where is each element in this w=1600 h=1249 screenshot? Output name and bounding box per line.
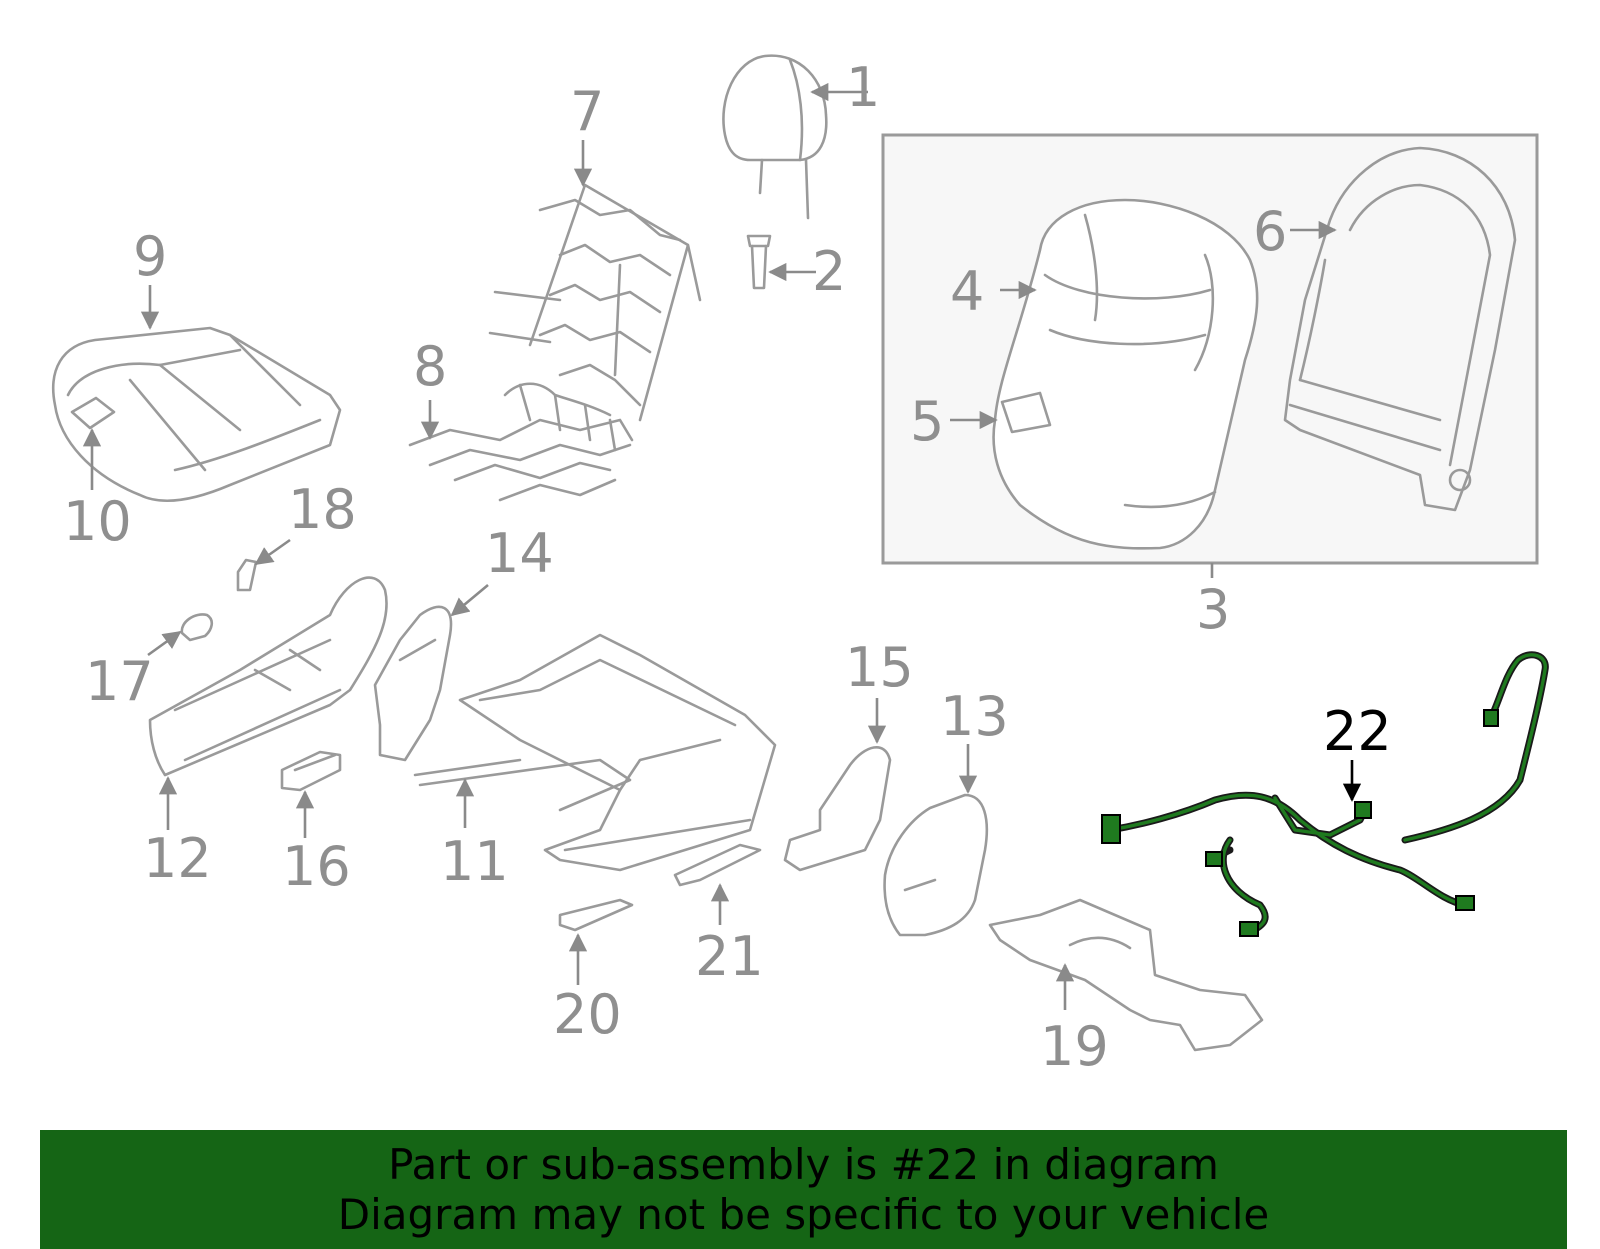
- part-16-switch[interactable]: [280, 750, 342, 792]
- label-17: 17: [85, 650, 154, 713]
- label-1: 1: [846, 56, 880, 119]
- label-9: 9: [133, 225, 167, 288]
- part-13-side-cover[interactable]: [883, 793, 989, 937]
- label-19: 19: [1040, 1015, 1109, 1078]
- banner-line-2: Diagram may not be specific to your vehi…: [337, 1190, 1270, 1239]
- label-22: 22: [1323, 700, 1392, 763]
- label-21: 21: [695, 925, 764, 988]
- part-17-knob[interactable]: [180, 613, 214, 642]
- part-7-seatback-spring[interactable]: [488, 183, 702, 422]
- label-3: 3: [1196, 578, 1230, 641]
- part-10-seat-heater-pad[interactable]: [70, 396, 116, 430]
- label-4: 4: [950, 260, 984, 323]
- banner-line-1: Part or sub-assembly is #22 in diagram: [388, 1140, 1219, 1189]
- part-5-seatback-heater[interactable]: [1000, 391, 1052, 434]
- part-8-cushion-spring[interactable]: [408, 382, 634, 502]
- label-20: 20: [553, 983, 622, 1046]
- label-14: 14: [485, 522, 554, 585]
- part-1-headrest[interactable]: [722, 54, 828, 220]
- label-13: 13: [940, 685, 1009, 748]
- info-banner: Part or sub-assembly is #22 in diagram D…: [40, 1130, 1567, 1249]
- part-6-seatback-frame[interactable]: [1283, 146, 1517, 512]
- seat-parts-diagram: 1 2 3 4 5 6 7 8 9 10 11 12 13 14 15 16 1…: [52, 54, 1549, 1078]
- part-12-side-shield[interactable]: [148, 576, 388, 777]
- part-18-knob[interactable]: [236, 558, 258, 592]
- part-15-inner-cover[interactable]: [783, 745, 892, 872]
- label-7: 7: [570, 80, 604, 143]
- label-8: 8: [413, 335, 447, 398]
- part-11-seat-frame[interactable]: [413, 633, 777, 872]
- label-2: 2: [812, 240, 846, 303]
- callout-arrows: [82, 82, 1362, 1010]
- part-21-bracket[interactable]: [673, 843, 762, 887]
- label-15: 15: [845, 636, 914, 699]
- part-2-headrest-guide[interactable]: [746, 234, 772, 290]
- part-20-bracket[interactable]: [558, 898, 634, 932]
- part-19-bracket[interactable]: [988, 898, 1264, 1052]
- callout-labels: 1 2 3 4 5 6 7 8 9 10 11 12 13 14 15 16 1…: [63, 56, 1392, 1078]
- part-14-inner-cover[interactable]: [373, 605, 453, 762]
- label-12: 12: [143, 827, 212, 890]
- part-22-wiring-harness[interactable]: [1101, 651, 1549, 937]
- label-16: 16: [282, 835, 351, 898]
- label-18: 18: [288, 478, 357, 541]
- part-9-seat-cushion[interactable]: [52, 326, 342, 502]
- part-4-seatback-cover[interactable]: [992, 198, 1259, 550]
- label-10: 10: [63, 490, 132, 553]
- label-6: 6: [1253, 200, 1287, 263]
- label-11: 11: [440, 830, 509, 893]
- label-5: 5: [910, 390, 944, 453]
